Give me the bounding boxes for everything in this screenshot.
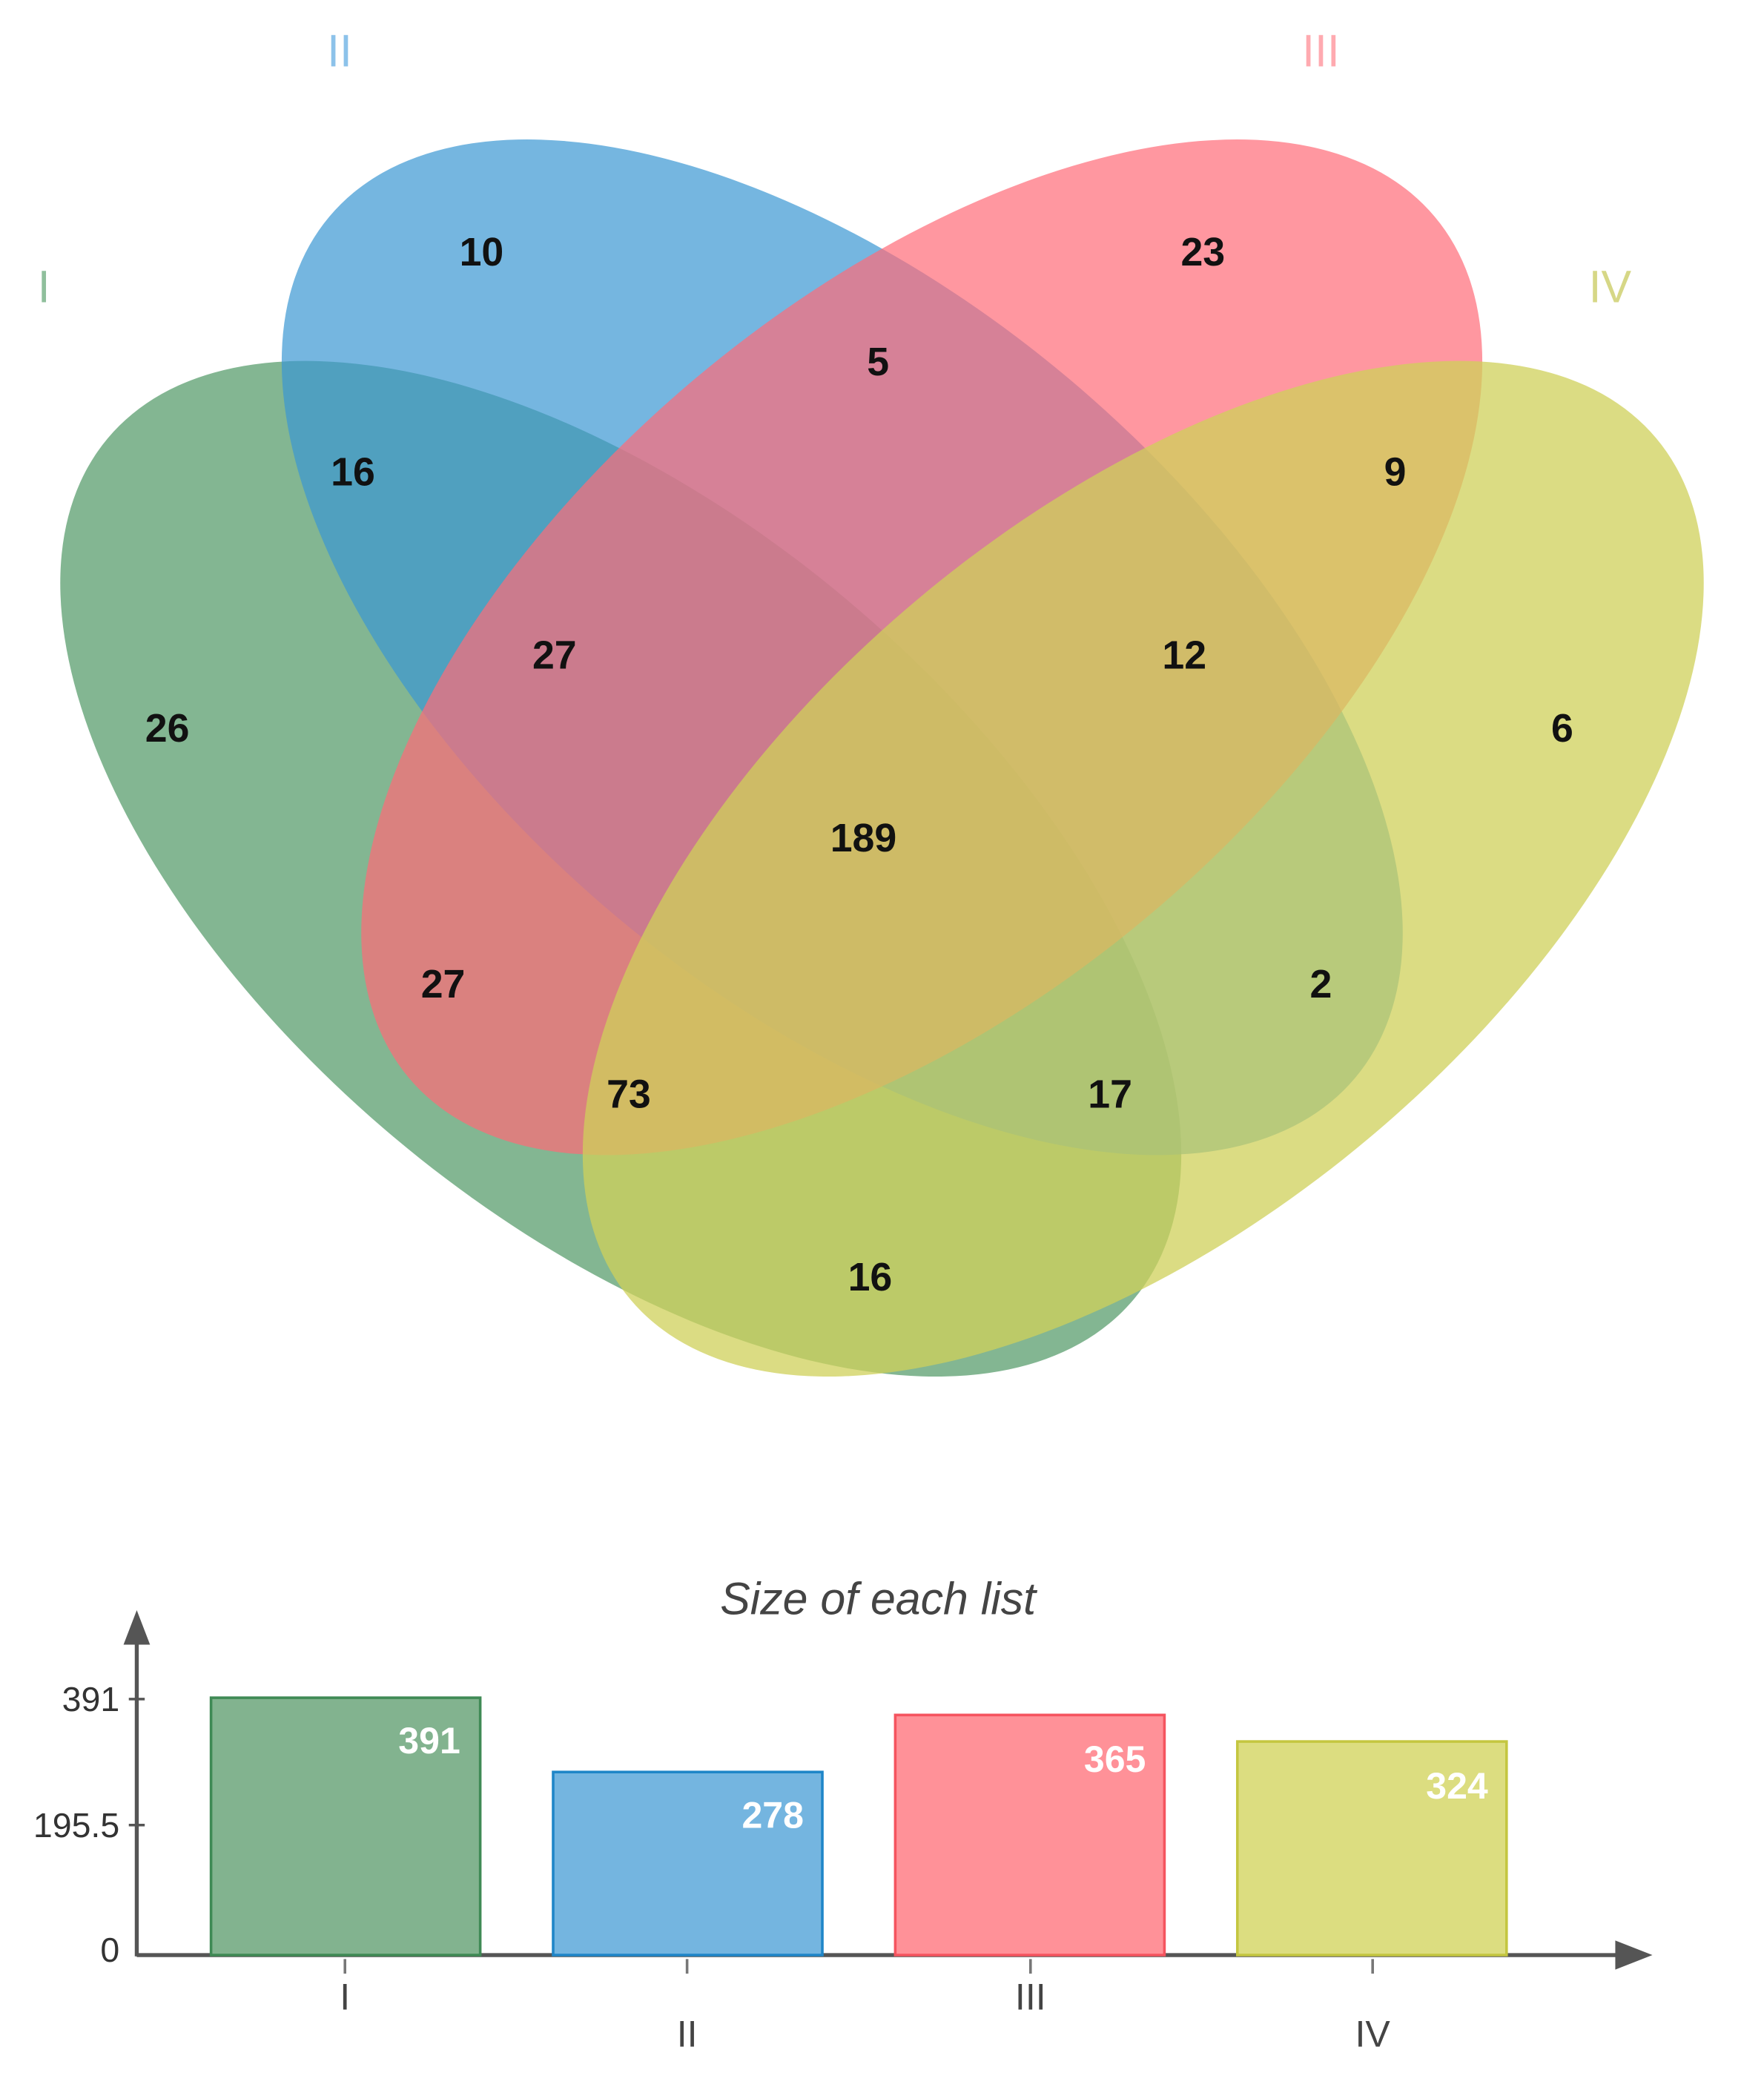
region-I-IV: 16 [848,1255,893,1299]
region-I-II: 16 [331,450,375,495]
bar-value-II: 278 [741,1794,804,1836]
ytick-label-0: 0 [100,1931,119,1969]
set-IV-ellipse [582,360,1704,1377]
region-I-III-IV: 73 [607,1072,651,1116]
y-axis-arrow-icon [123,1610,151,1645]
bar-value-I: 391 [398,1720,460,1761]
ytick-label-391: 391 [62,1680,120,1718]
category-label-II: II [677,2013,698,2054]
venn-diagram: I II III IV 26 10 23 6 16 5 9 27 12 189 … [38,25,1704,1377]
region-IV: 6 [1551,706,1573,751]
bar-value-IV: 324 [1426,1765,1488,1807]
bar-II [552,1770,824,1957]
region-I-II-III: 27 [532,633,577,677]
set-label-IV: IV [1589,262,1632,312]
ytick-label-195-5: 195.5 [33,1806,119,1845]
bar-value-III: 365 [1084,1738,1146,1780]
region-I: 26 [145,706,190,751]
category-label-I: I [340,1976,350,2017]
bar-III [893,1713,1166,1957]
set-label-III: III [1302,25,1340,76]
set-label-I: I [38,262,50,312]
region-I-III: 27 [421,962,466,1006]
region-III: 23 [1180,230,1225,274]
region-II-III: 5 [867,340,889,384]
bar-I [209,1696,482,1957]
set-label-II: II [327,25,352,76]
bar-chart-title: Size of each list [720,1573,1037,1624]
region-II-III-IV: 12 [1162,633,1206,677]
region-II-IV: 2 [1310,962,1332,1006]
category-label-III: III [1015,1976,1046,2017]
x-axis-arrow-icon [1615,1940,1653,1970]
region-III-IV: 9 [1384,450,1407,495]
region-I-II-III-IV: 189 [830,816,897,860]
bar-IV [1235,1740,1508,1957]
category-label-IV: IV [1355,2013,1391,2054]
region-II: 10 [460,230,504,274]
bar-chart: Size of each list 391 195.5 0 391 278 36… [33,1573,1653,2054]
region-I-II-IV: 17 [1088,1072,1132,1116]
